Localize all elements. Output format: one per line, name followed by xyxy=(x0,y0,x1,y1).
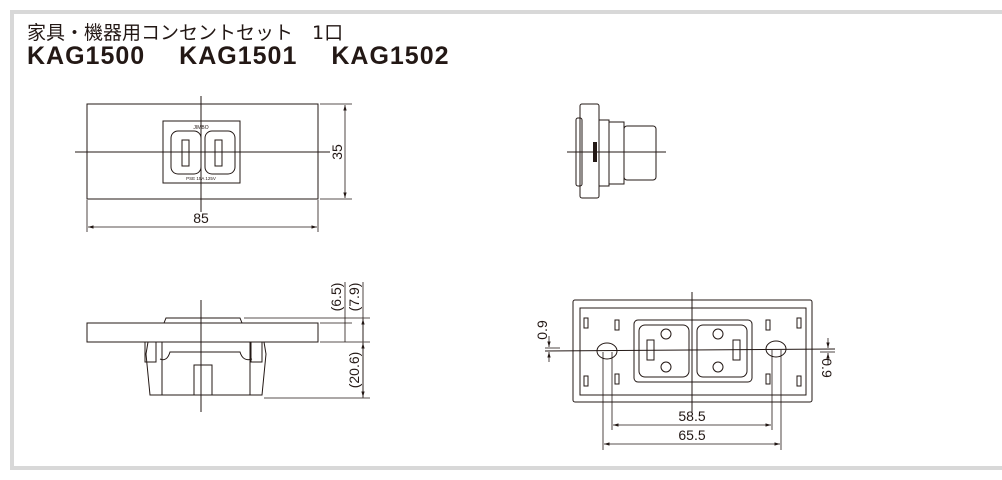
model-numbers: KAG1500 KAG1501 KAG1502 xyxy=(27,42,484,71)
model-number: KAG1501 xyxy=(179,42,298,70)
dimension-height: 35 xyxy=(329,144,345,160)
dimension-offset-right: 0.9 xyxy=(819,358,835,378)
dimension-width: 85 xyxy=(193,210,209,226)
dimension-top: (7.9) xyxy=(346,283,362,312)
dimension-offset-left: 0.9 xyxy=(534,320,550,340)
page-frame xyxy=(10,10,1002,470)
dimension-plate: (6.5) xyxy=(328,283,344,312)
dimension-depth: (20.6) xyxy=(346,352,362,389)
model-number: KAG1500 xyxy=(27,42,146,70)
rear-view xyxy=(544,292,836,450)
dimension-outer-pitch: 65.5 xyxy=(678,427,705,443)
product-title: 家具・機器用コンセントセット 1口 xyxy=(27,22,344,44)
dimension-inner-pitch: 58.5 xyxy=(678,408,705,424)
front-view: JIMBO PSE 15A 125V xyxy=(75,96,352,232)
model-number: KAG1502 xyxy=(331,42,450,70)
profile-view xyxy=(86,282,370,412)
side-view xyxy=(567,103,666,199)
